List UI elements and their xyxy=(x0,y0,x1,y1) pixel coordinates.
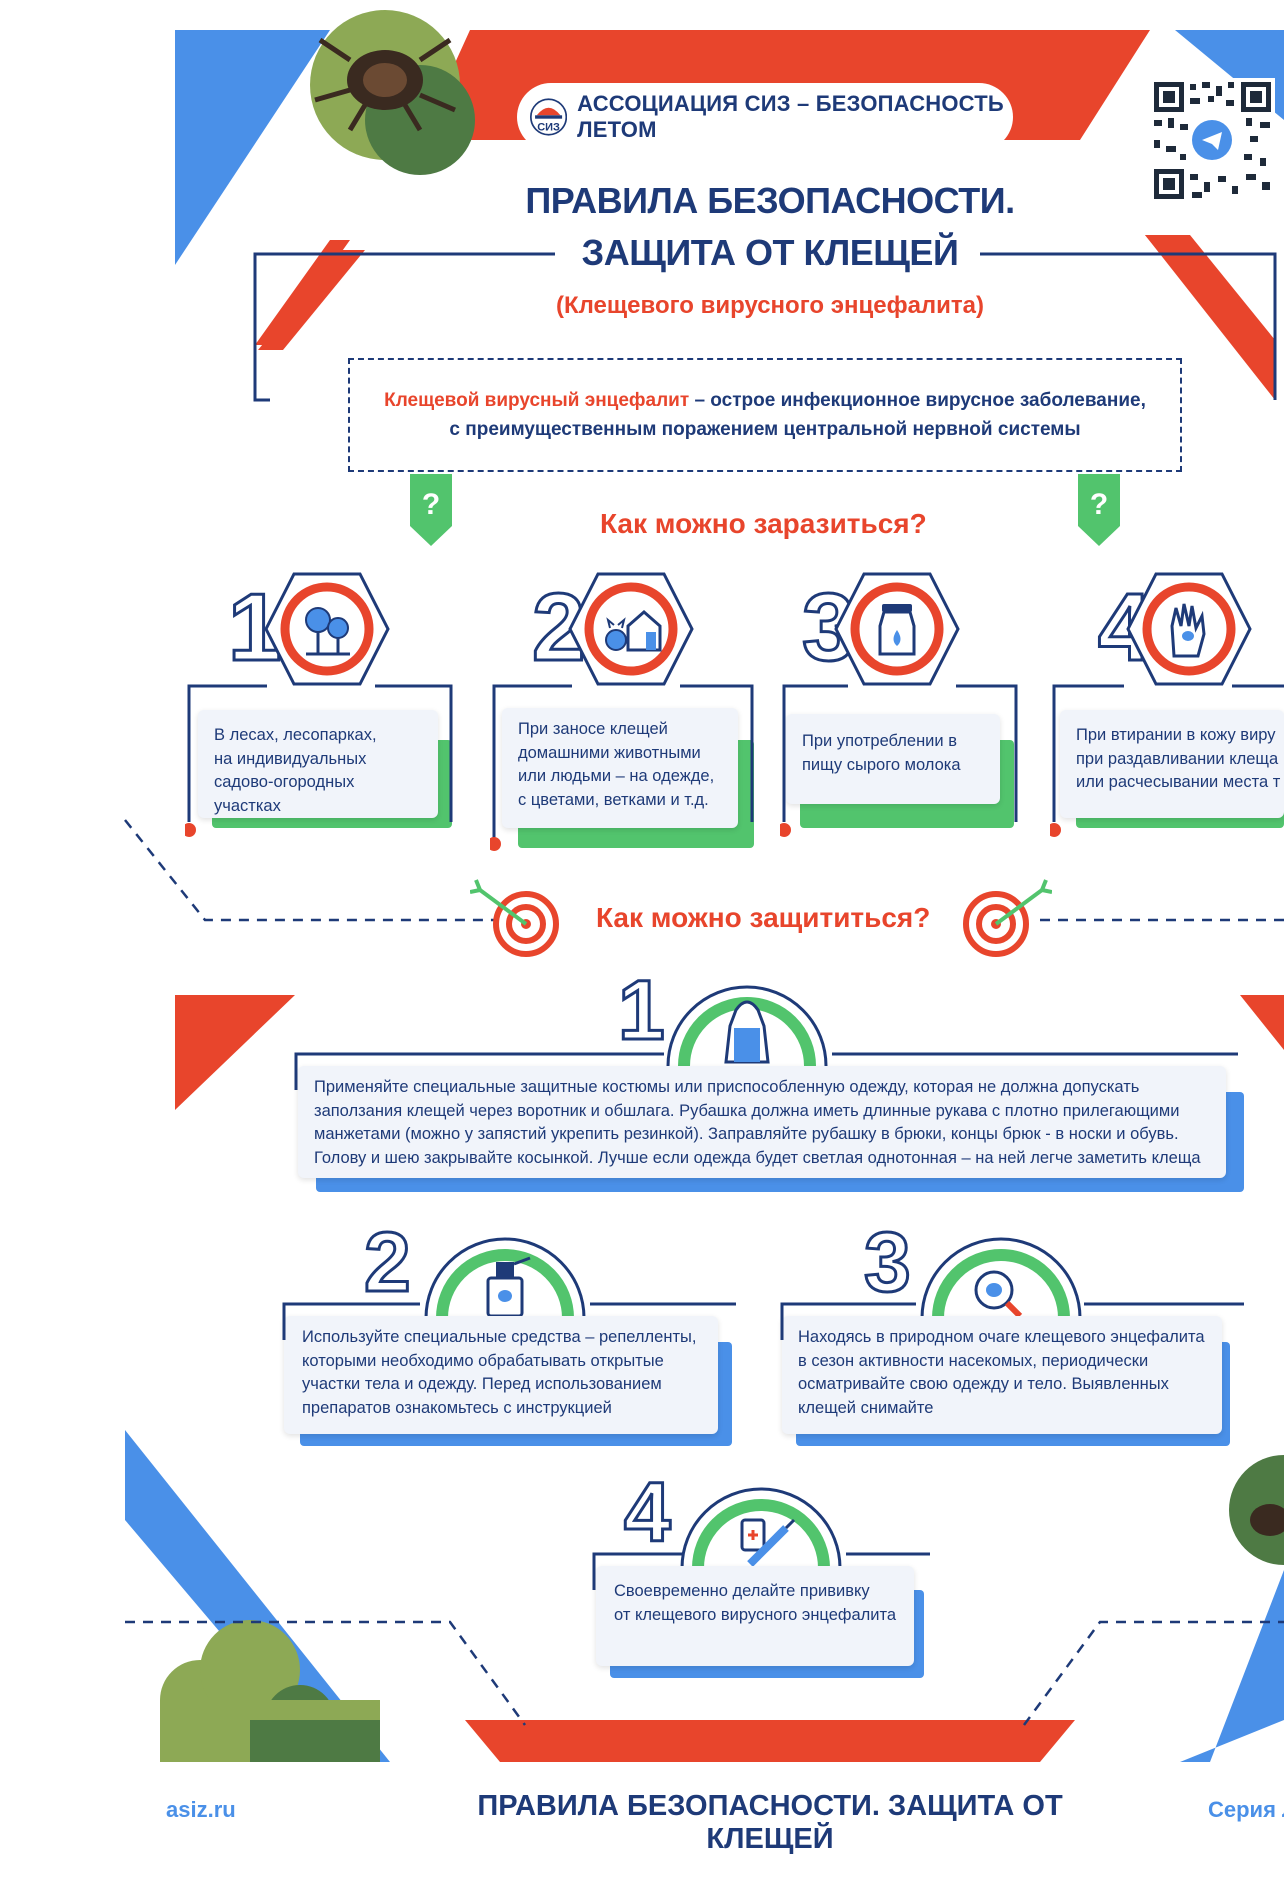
footer-series: Серия Л- xyxy=(1208,1797,1284,1822)
page-title-line2: ЗАЩИТА ОТ КЛЕЩЕЙ xyxy=(581,232,959,273)
definition-term: Клещевой вирусный энцефалит xyxy=(384,390,690,411)
card-frame xyxy=(1050,684,1284,837)
trees-icon xyxy=(264,572,390,686)
svg-text:?: ? xyxy=(422,488,440,521)
card-text-line: Своевременно делайте прививку xyxy=(614,1582,870,1600)
infection-heading: Как можно заразиться? xyxy=(600,508,927,539)
protection-card-2: Используйте специальные средства – репел… xyxy=(284,1316,718,1434)
association-badge: СИЗ АССОЦИАЦИЯ СИЗ – БЕЗОПАСНОСТЬ ЛЕТОМ xyxy=(520,86,1010,148)
card-text-line: заползания клещей через воротник и обшла… xyxy=(314,1101,1180,1120)
card-text-line: садово-огородных участках xyxy=(214,773,355,815)
protection-card-1: Применяйте специальные защитные костюмы … xyxy=(298,1066,1226,1178)
protection-number-4: 4 xyxy=(623,1465,673,1559)
qr-code-telegram-icon[interactable] xyxy=(1150,78,1275,203)
card-text-line: участки тела и одежду. Перед использован… xyxy=(302,1375,662,1393)
card-text-line: на индивидуальных xyxy=(214,749,367,768)
card-text-line: При заносе клещей xyxy=(518,720,668,738)
pet-house-icon xyxy=(568,572,694,686)
card-text-line: В лесах, лесопарках, xyxy=(214,726,377,744)
protective-suit-icon xyxy=(666,985,828,1066)
card-frame xyxy=(490,684,754,851)
question-marker-icon: ? xyxy=(410,474,452,546)
magnifier-tick-icon xyxy=(920,1237,1082,1318)
card-text-line: Голову и шею закрывайте косынкой. Лучше … xyxy=(314,1148,1201,1167)
protection-card-4: Своевременно делайте прививку от клещево… xyxy=(596,1566,914,1666)
card-text-line: При употреблении в xyxy=(802,732,957,750)
footer-title: ПРАВИЛА БЕЗОПАСНОСТИ. ЗАЩИТА ОТ КЛЕЩЕЙ xyxy=(477,1790,1063,1855)
target-arrow-icon xyxy=(470,879,559,957)
card-text-line: Используйте специальные средства – репел… xyxy=(302,1328,697,1346)
vaccine-syringe-icon xyxy=(680,1487,842,1568)
footer-site-link[interactable]: asiz.ru xyxy=(166,1797,236,1822)
infection-card-4: При втирании в кожу виру при раздавливан… xyxy=(1060,710,1284,818)
card-text-line: при раздавливании клеща xyxy=(1076,749,1279,768)
glove-tick-icon xyxy=(1126,572,1252,686)
page-title-line1: ПРАВИЛА БЕЗОПАСНОСТИ. xyxy=(525,180,1015,221)
definition-box: Клещевой вирусный энцефалит – острое инф… xyxy=(348,358,1182,472)
card-text-line: При втирании в кожу виру xyxy=(1076,726,1276,744)
protection-number-2: 2 xyxy=(363,1215,413,1309)
svg-text:?: ? xyxy=(1090,488,1108,521)
protection-number-3: 3 xyxy=(863,1215,913,1309)
definition-text-part2: с преимущественным поражением центрально… xyxy=(449,419,1081,440)
protection-card-3: Находясь в природном очаге клещевого энц… xyxy=(782,1316,1222,1434)
card-frame xyxy=(780,684,1018,837)
page-subtitle: (Клещевого вирусного энцефалита) xyxy=(555,292,985,319)
protection-number-1: 1 xyxy=(617,963,667,1057)
infection-card-3: При употреблении в пищу сырого молока xyxy=(786,714,1000,804)
infection-card-1: В лесах, лесопарках, на индивидуальных с… xyxy=(198,710,438,818)
infection-card-2: При заносе клещей домашними животными ил… xyxy=(502,708,738,828)
repellent-spray-icon xyxy=(424,1237,586,1318)
svg-text:СИЗ: СИЗ xyxy=(537,122,560,134)
card-text-line: или людьми – на одежде, xyxy=(518,767,715,785)
card-text-line: осматривайте свою одежду и тело. Выявлен… xyxy=(798,1375,1169,1393)
card-text-line: с цветами, ветками и т.д. xyxy=(518,790,709,809)
card-frame xyxy=(592,1552,930,1590)
card-text-line: которыми необходимо обрабатывать открыты… xyxy=(302,1351,664,1370)
siz-logo-icon: СИЗ xyxy=(530,98,568,136)
card-text-line: пищу сырого молока xyxy=(802,755,961,774)
protection-heading: Как можно защититься? xyxy=(596,902,931,933)
card-text-line: домашними животными xyxy=(518,743,701,762)
card-text-line: манжетами (можно у запястий укрепить рез… xyxy=(314,1125,1179,1143)
card-frame xyxy=(185,684,453,837)
target-arrow-icon xyxy=(963,879,1052,957)
card-text-line: Применяйте специальные защитные костюмы … xyxy=(314,1078,1140,1096)
card-text-line: или расчесывании места т xyxy=(1076,773,1281,791)
card-text-line: в сезон активности насекомых, периодичес… xyxy=(798,1351,1149,1370)
card-text-line: Находясь в природном очаге клещевого энц… xyxy=(798,1328,1205,1346)
milk-can-icon xyxy=(834,572,960,686)
card-frame xyxy=(282,1302,736,1340)
card-text-line: клещей снимайте xyxy=(798,1398,934,1417)
card-frame xyxy=(294,1052,1238,1090)
association-badge-text: АССОЦИАЦИЯ СИЗ – БЕЗОПАСНОСТЬ ЛЕТОМ xyxy=(577,91,1004,142)
definition-text-part1: – острое инфекционное вирусное заболеван… xyxy=(689,390,1146,411)
card-text-line: от клещевого вирусного энцефалита xyxy=(614,1605,897,1624)
card-frame xyxy=(780,1302,1244,1340)
question-marker-icon: ? xyxy=(1078,474,1120,546)
card-text-line: препаратов ознакомьтесь с инструкцией xyxy=(302,1398,612,1417)
